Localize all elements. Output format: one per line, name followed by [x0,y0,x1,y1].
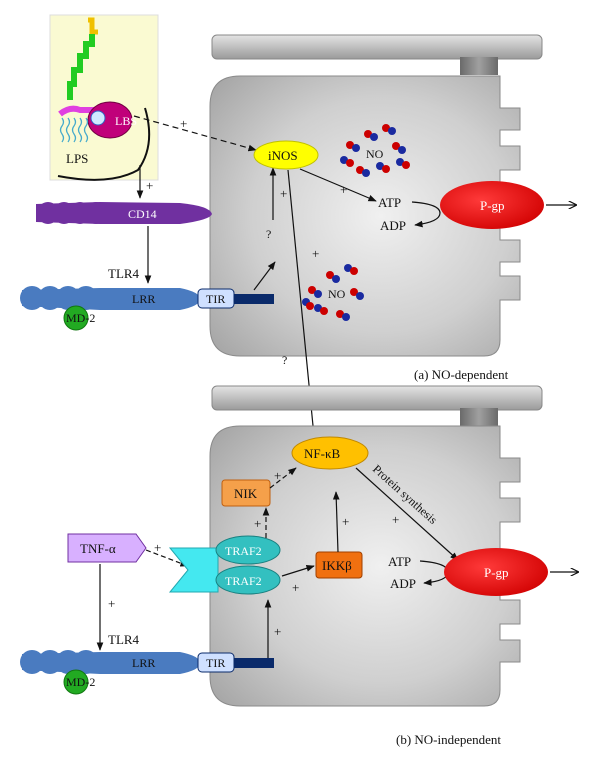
lps-lipid-tails [59,117,89,143]
plus-tnf-receptor: + [154,540,161,555]
md2-protein-b [63,669,89,695]
cell-body-b [209,425,521,707]
nfkb-factor [291,436,369,470]
md2-label-b: MD-2 [66,675,95,689]
cd14-receptor [36,202,212,224]
traf2-bottom-label: TRAF2 [225,574,262,588]
lps-membrane-curve [57,107,151,181]
tlr4-receptor-a [20,286,274,310]
membrane-stem-b [460,408,498,426]
nfkb-to-pgp-arrow [355,467,459,561]
plus-lps-cd14: + [146,178,153,193]
inos-to-atp-arrow [299,168,377,202]
traf2-top-label: TRAF2 [225,544,262,558]
adp-label-a: ADP [380,218,406,233]
membrane-bar-top-a [211,34,543,60]
tnf-label: TNF-α [80,541,116,556]
plus-nik-nfkb: + [274,468,281,483]
traf2-bottom [215,565,281,595]
panel-b: NF-κB Protein synthesis + NIK + IKKβ + T… [20,385,578,747]
lps-label: LPS [66,151,88,166]
caption-b: (b) NO-independent [396,732,501,747]
cd14-label: CD14 [128,207,157,221]
nik-kinase [221,479,271,507]
membrane-stem-a [460,57,498,75]
pgp-pump-b [444,548,548,596]
plus-traf2-nik: + [254,516,261,531]
ikk-label: IKKβ [322,558,352,573]
lrr-label-a: LRR [132,292,155,306]
tlr4-receptor-b [20,650,274,674]
lbs-binding-site [90,110,106,126]
nfkb-label: NF-κB [304,446,340,461]
pgp-pump-a [440,181,544,229]
no-label-bottom: NO [328,287,346,301]
traf2-to-ikk-arrow [281,565,315,577]
lbs-label: LBS [115,114,137,128]
no-cluster-bottom [302,264,364,321]
inos-label: iNOS [268,148,298,163]
pgp-label-a: P-gp [480,198,505,213]
no-cluster-top [340,124,410,177]
tnf-receptor [168,547,219,593]
plus-tnf-tlr4: + [108,596,115,611]
question-inos-nfkb: ? [282,353,287,367]
lbs-to-inos-arrow [133,115,257,152]
tlr4-label-a: TLR4 [108,266,140,281]
ikk-kinase [315,551,363,579]
traf2-top [215,535,281,565]
tnf-ligand [67,533,147,563]
plus-nfkb-pgp: + [392,512,399,527]
caption-a: (a) NO-dependent [414,367,509,382]
plus-no-bottom: + [312,246,319,261]
ikk-to-nfkb-arrow [332,491,340,553]
atp-label-b: ATP [388,554,411,569]
pgp-label-b: P-gp [484,565,509,580]
lps-chain-green [67,34,95,100]
lps-chain-yellow [88,17,98,35]
atp-adp-cycle-a [411,201,441,228]
adp-label-b: ADP [390,576,416,591]
lrr-label-b: LRR [132,656,155,670]
tir-label-a: TIR [206,292,225,306]
plus-lbs-inos: + [180,116,187,131]
plus-tir-traf2: + [274,624,281,639]
inos-enzyme [253,140,319,170]
plus-tir-inos: + [280,186,287,201]
atp-label-a: ATP [378,195,401,210]
panel-a: LBS LPS + + CD14 TLR4 [20,14,576,437]
plus-ikk-nfkb: + [342,514,349,529]
md2-label-a: MD-2 [66,311,95,325]
no-label-top: NO [366,147,384,161]
nik-to-nfkb-arrow [269,467,297,489]
plus-inos-atp: + [340,182,347,197]
lps-lipid-link [58,105,98,117]
tir-label-b: TIR [206,656,225,670]
md2-protein-a [63,305,89,331]
nik-label: NIK [234,486,258,501]
membrane-bar-top-b [211,385,543,411]
tlr4-label-b: TLR4 [108,632,140,647]
plus-traf2-ikk: + [292,580,299,595]
tir-to-q-arrow [253,261,276,291]
question-tir-inos: ? [266,227,271,241]
